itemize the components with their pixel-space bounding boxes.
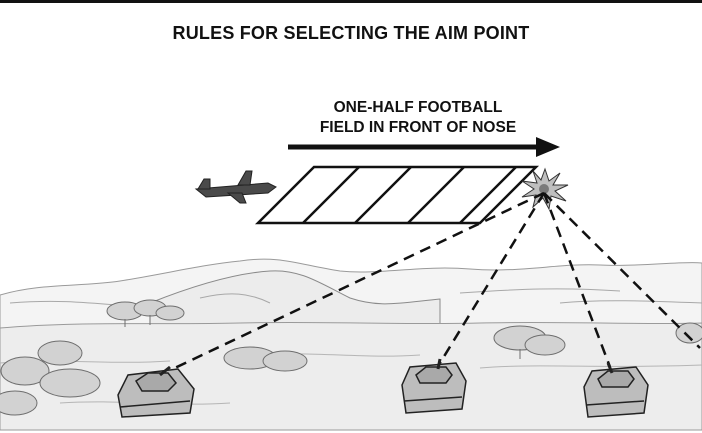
ground-contours <box>0 353 702 405</box>
hill-ridge-lines <box>9 288 702 308</box>
tank-icon <box>117 365 195 418</box>
burst-icon <box>521 167 569 211</box>
mid-hill <box>149 270 441 334</box>
tank-icon <box>401 358 467 414</box>
flight-path-zone <box>254 165 540 225</box>
sight-line-right <box>542 192 612 368</box>
sight-line-center <box>438 192 546 364</box>
aim-point-label: ONE-HALF FOOTBALL FIELD IN FRONT OF NOSE <box>268 98 568 138</box>
tree-trunks <box>124 315 521 359</box>
battlefield-scene <box>0 137 702 431</box>
aim-point-label-line-1: ONE-HALF FOOTBALL <box>333 99 503 116</box>
sight-lines <box>159 191 701 377</box>
direction-arrow <box>288 137 560 157</box>
aim-point-label-line-2: FIELD IN FRONT OF NOSE <box>319 119 517 136</box>
tree-clusters <box>0 299 702 416</box>
sight-line-far-right <box>543 192 701 349</box>
aircraft-icon <box>194 170 277 204</box>
diagram-title: RULES FOR SELECTING THE AIM POINT <box>172 23 530 43</box>
tank-icon <box>583 362 649 418</box>
